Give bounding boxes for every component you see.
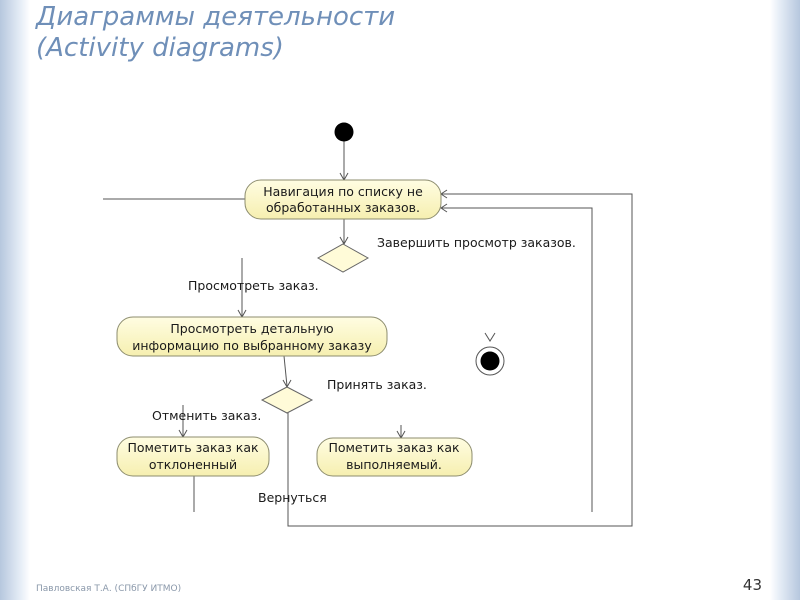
arrowhead <box>484 332 496 342</box>
edge-view-to-decision2 <box>283 355 288 387</box>
activity-mark-done-line1: Пометить заказ как <box>328 440 460 455</box>
decision-diamond-2 <box>260 386 314 414</box>
label-accept-order: Принять заказ. <box>327 377 427 392</box>
slide-page-number: 43 <box>742 576 762 594</box>
activity-view-details-line2: информацию по выбранному заказу <box>132 338 372 353</box>
label-finish-view: Завершить просмотр заказов. <box>377 235 576 250</box>
label-view-order: Просмотреть заказ. <box>188 278 319 293</box>
edge-loop-outer <box>287 193 633 527</box>
activity-mark-done-line2: выполняемый. <box>346 457 442 472</box>
final-node-core <box>480 351 500 371</box>
arrowhead <box>440 203 448 213</box>
activity-navigate-line1: Навигация по списку не <box>263 184 423 199</box>
activity-view-details: Просмотреть детальную информацию по выбр… <box>116 316 388 357</box>
activity-view-details-line1: Просмотреть детальную <box>170 321 333 336</box>
activity-navigate-line2: обработанных заказов. <box>266 200 420 215</box>
edge-loop-inner <box>441 207 593 512</box>
activity-mark-done: Пометить заказ как выполняемый. <box>316 437 473 477</box>
activity-mark-rejected-line2: отклоненный <box>149 457 237 472</box>
slide-title-line2: (Activity diagrams) <box>36 33 284 63</box>
slide-footer-author: Павловская Т.А. (СПбГУ ИТМО) <box>36 584 182 594</box>
activity-mark-rejected-line1: Пометить заказ как <box>127 440 259 455</box>
activity-mark-rejected: Пометить заказ как отклоненный <box>116 436 270 477</box>
decision-diamond-1 <box>316 243 370 273</box>
label-go-back: Вернуться <box>258 490 327 505</box>
left-gradient-border <box>0 0 30 600</box>
slide-title-line1: Диаграммы деятельности <box>36 2 396 32</box>
activity-navigate: Навигация по списку не обработанных зака… <box>244 179 442 220</box>
label-cancel-order: Отменить заказ. <box>152 408 261 423</box>
initial-node <box>334 122 354 142</box>
right-gradient-border <box>770 0 800 600</box>
slide-title: Диаграммы деятельности (Activity diagram… <box>36 2 395 64</box>
